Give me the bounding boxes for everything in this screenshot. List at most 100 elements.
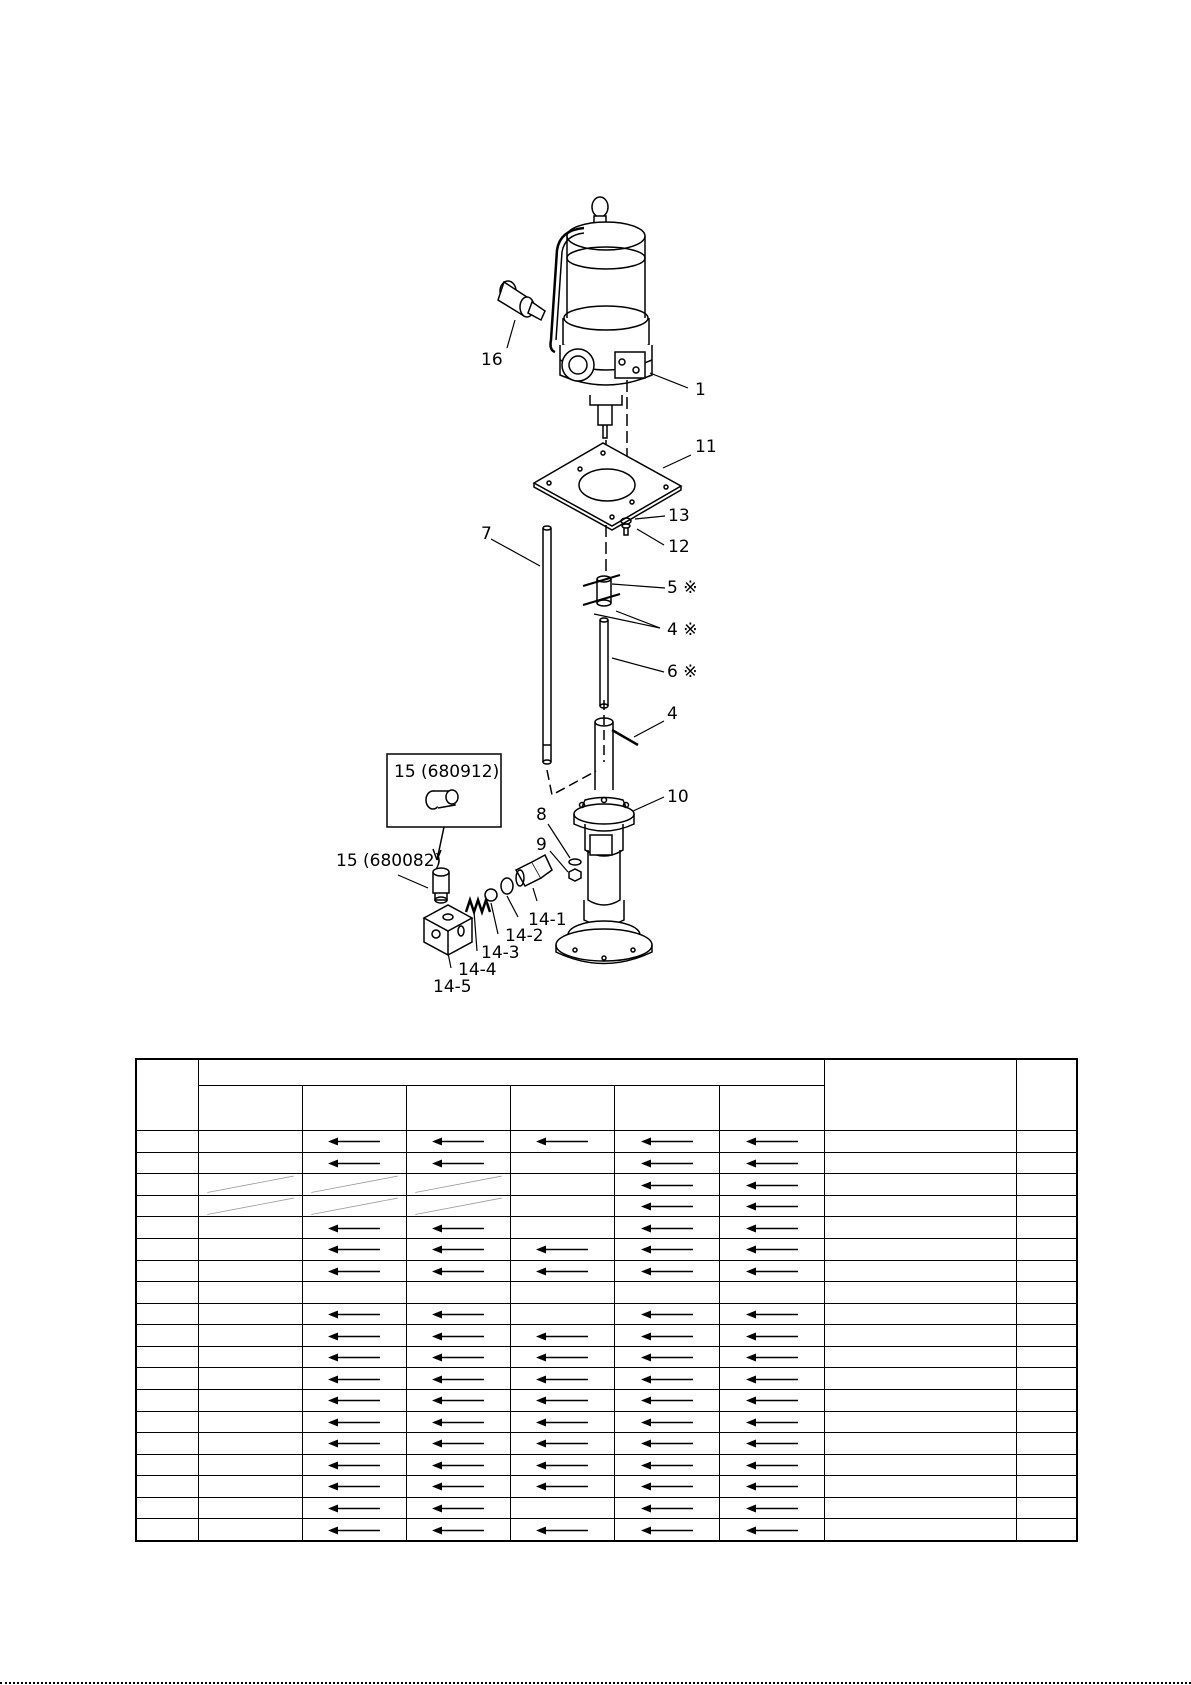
table-cell xyxy=(135,1238,199,1261)
table-cell xyxy=(718,1216,825,1240)
table-cell xyxy=(613,1151,720,1175)
table-row xyxy=(135,1388,1079,1412)
table-cell xyxy=(718,1453,825,1477)
table-cell xyxy=(135,1432,199,1455)
table-cell xyxy=(823,1518,1017,1543)
table-cell xyxy=(718,1302,825,1326)
table-cell xyxy=(135,1475,199,1498)
same-as-left-arrow-icon xyxy=(640,1375,693,1384)
callout-13: 13 xyxy=(668,506,690,526)
table-row xyxy=(135,1367,1079,1390)
table-cell xyxy=(823,1410,1017,1434)
table-cell xyxy=(509,1302,615,1326)
same-as-left-arrow-icon xyxy=(536,1482,588,1491)
same-as-left-arrow-icon xyxy=(328,1375,380,1384)
table-cell xyxy=(405,1216,511,1240)
table-row xyxy=(135,1238,1079,1261)
table-cell xyxy=(405,1238,511,1261)
table-cell xyxy=(197,1475,303,1498)
same-as-left-arrow-icon xyxy=(328,1504,380,1513)
table-cell xyxy=(135,1173,199,1196)
callout-14-1: 14-1 xyxy=(528,910,567,930)
table-cell xyxy=(509,1130,615,1153)
table-row xyxy=(135,1151,1079,1175)
table-cell xyxy=(509,1345,615,1369)
table-cell xyxy=(718,1259,825,1283)
callout-5: 5 ※ xyxy=(667,578,697,598)
table-cell xyxy=(405,1302,511,1326)
table-cell xyxy=(613,1345,720,1369)
table-cell xyxy=(197,1324,303,1347)
same-as-left-arrow-icon xyxy=(536,1267,588,1276)
table-cell xyxy=(718,1475,825,1498)
same-as-left-arrow-icon xyxy=(640,1224,693,1233)
table-cell xyxy=(197,1367,303,1390)
callout-14-2: 14-2 xyxy=(505,926,544,946)
table-cell xyxy=(135,1281,199,1304)
table-row xyxy=(135,1281,1079,1304)
muffler xyxy=(497,280,546,322)
same-as-left-arrow-icon xyxy=(536,1137,588,1146)
table-cell xyxy=(135,1151,199,1175)
callout-4-starred: 4 ※ xyxy=(667,620,697,640)
same-as-left-arrow-icon xyxy=(432,1482,484,1491)
header-subcell xyxy=(718,1085,825,1132)
table-cell xyxy=(301,1281,407,1304)
table-row xyxy=(135,1259,1079,1283)
table-row xyxy=(135,1345,1079,1369)
same-as-left-arrow-icon xyxy=(745,1439,798,1448)
same-as-left-arrow-icon xyxy=(328,1310,380,1319)
header-row-2 xyxy=(136,1085,1077,1132)
table-cell xyxy=(823,1475,1017,1498)
same-as-left-arrow-icon xyxy=(640,1202,693,1211)
same-as-left-arrow-icon xyxy=(432,1310,484,1319)
table-cell xyxy=(135,1518,199,1543)
table-cell xyxy=(197,1130,303,1153)
same-as-left-arrow-icon xyxy=(640,1159,693,1168)
table-cell xyxy=(301,1367,407,1390)
same-as-left-arrow-icon xyxy=(536,1332,588,1341)
callout-15-inset: 15 (680912) xyxy=(394,762,499,782)
callout-10: 10 xyxy=(667,787,689,807)
table-cell xyxy=(823,1496,1017,1520)
lower-pump xyxy=(555,717,653,965)
table-row xyxy=(135,1496,1079,1520)
table-cell xyxy=(301,1194,407,1218)
table-cell xyxy=(135,1388,199,1412)
table-cell xyxy=(613,1367,720,1390)
table-cell xyxy=(301,1130,407,1153)
table-cell xyxy=(823,1173,1017,1196)
table-cell xyxy=(135,1324,199,1347)
spring xyxy=(464,896,492,916)
table-cell xyxy=(509,1496,615,1520)
inlet-fitting xyxy=(514,853,553,887)
same-as-left-arrow-icon xyxy=(745,1245,798,1254)
table-cell xyxy=(405,1518,511,1543)
callout-4: 4 xyxy=(667,704,678,724)
same-as-left-arrow-icon xyxy=(536,1439,588,1448)
table-cell xyxy=(135,1259,199,1283)
table-cell xyxy=(509,1388,615,1412)
table-cell xyxy=(718,1388,825,1412)
table-cell xyxy=(718,1130,825,1153)
table-cell xyxy=(1015,1216,1079,1240)
table-cell xyxy=(718,1345,825,1369)
same-as-left-arrow-icon xyxy=(640,1482,693,1491)
table-row xyxy=(135,1453,1079,1477)
table-cell xyxy=(405,1496,511,1520)
table-cell xyxy=(613,1194,720,1218)
callout-14-3: 14-3 xyxy=(481,943,520,963)
table-cell xyxy=(718,1173,825,1196)
table-cell xyxy=(197,1518,303,1543)
same-as-left-arrow-icon xyxy=(432,1137,484,1146)
same-as-left-arrow-icon xyxy=(745,1396,798,1405)
table-cell xyxy=(301,1453,407,1477)
same-as-left-arrow-icon xyxy=(432,1461,484,1470)
table-cell xyxy=(509,1475,615,1498)
table-cell xyxy=(823,1324,1017,1347)
table-cell xyxy=(1015,1345,1079,1369)
table-cell xyxy=(509,1410,615,1434)
same-as-left-arrow-icon xyxy=(432,1439,484,1448)
table-cell xyxy=(509,1367,615,1390)
table-cell xyxy=(613,1324,720,1347)
